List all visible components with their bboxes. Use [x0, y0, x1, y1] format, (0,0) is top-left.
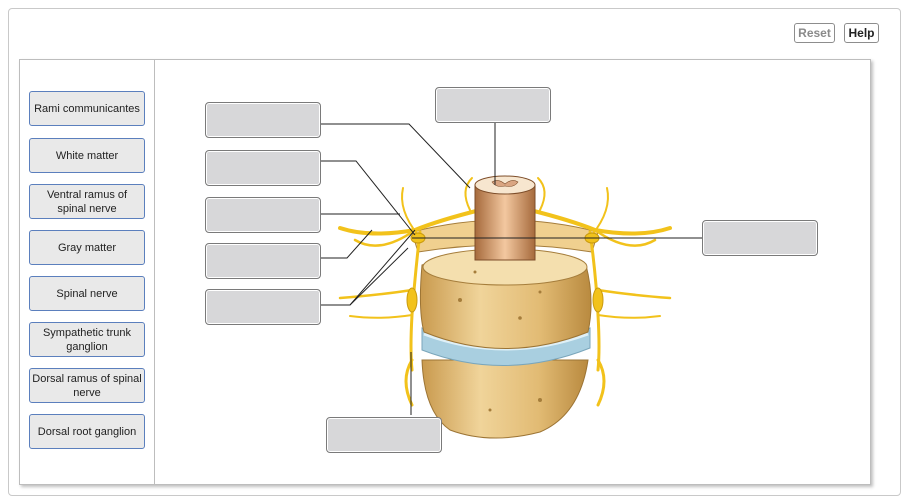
drop-target-7[interactable] — [702, 220, 818, 256]
label-chip-white-matter[interactable]: White matter — [29, 138, 145, 173]
drop-target-5[interactable] — [205, 243, 321, 279]
label-chip-ventral-ramus[interactable]: Ventral ramus of spinal nerve — [29, 184, 145, 219]
spinal-cord — [474, 175, 536, 261]
label-chip-sympathetic-trunk-ganglion[interactable]: Sympathetic trunk ganglion — [29, 322, 145, 357]
labeling-workspace: Rami communicantes White matter Ventral … — [19, 59, 871, 485]
label-chip-dorsal-ramus[interactable]: Dorsal ramus of spinal nerve — [29, 368, 145, 403]
vertebral-body-lower — [421, 359, 589, 439]
vertebral-body-upper — [419, 248, 592, 412]
label-chip-gray-matter[interactable]: Gray matter — [29, 230, 145, 265]
drop-target-2[interactable] — [435, 87, 551, 123]
sympathetic-ganglion-left — [406, 287, 418, 313]
label-chip-spinal-nerve[interactable]: Spinal nerve — [29, 276, 145, 311]
help-button[interactable]: Help — [844, 23, 879, 43]
label-chip-dorsal-root-ganglion[interactable]: Dorsal root ganglion — [29, 414, 145, 449]
drop-target-6[interactable] — [205, 289, 321, 325]
leader-lines — [321, 123, 703, 415]
spinal-cord-vertebra-illustration — [321, 123, 703, 439]
label-chip-rami-communicantes[interactable]: Rami communicantes — [29, 91, 145, 126]
sympathetic-ganglion-right — [592, 287, 604, 313]
drop-target-8[interactable] — [326, 417, 442, 453]
drop-target-1[interactable] — [205, 102, 321, 138]
reset-button[interactable]: Reset — [794, 23, 835, 43]
drop-target-3[interactable] — [205, 150, 321, 186]
label-bank: Rami communicantes White matter Ventral … — [20, 60, 155, 484]
drop-target-4[interactable] — [205, 197, 321, 233]
